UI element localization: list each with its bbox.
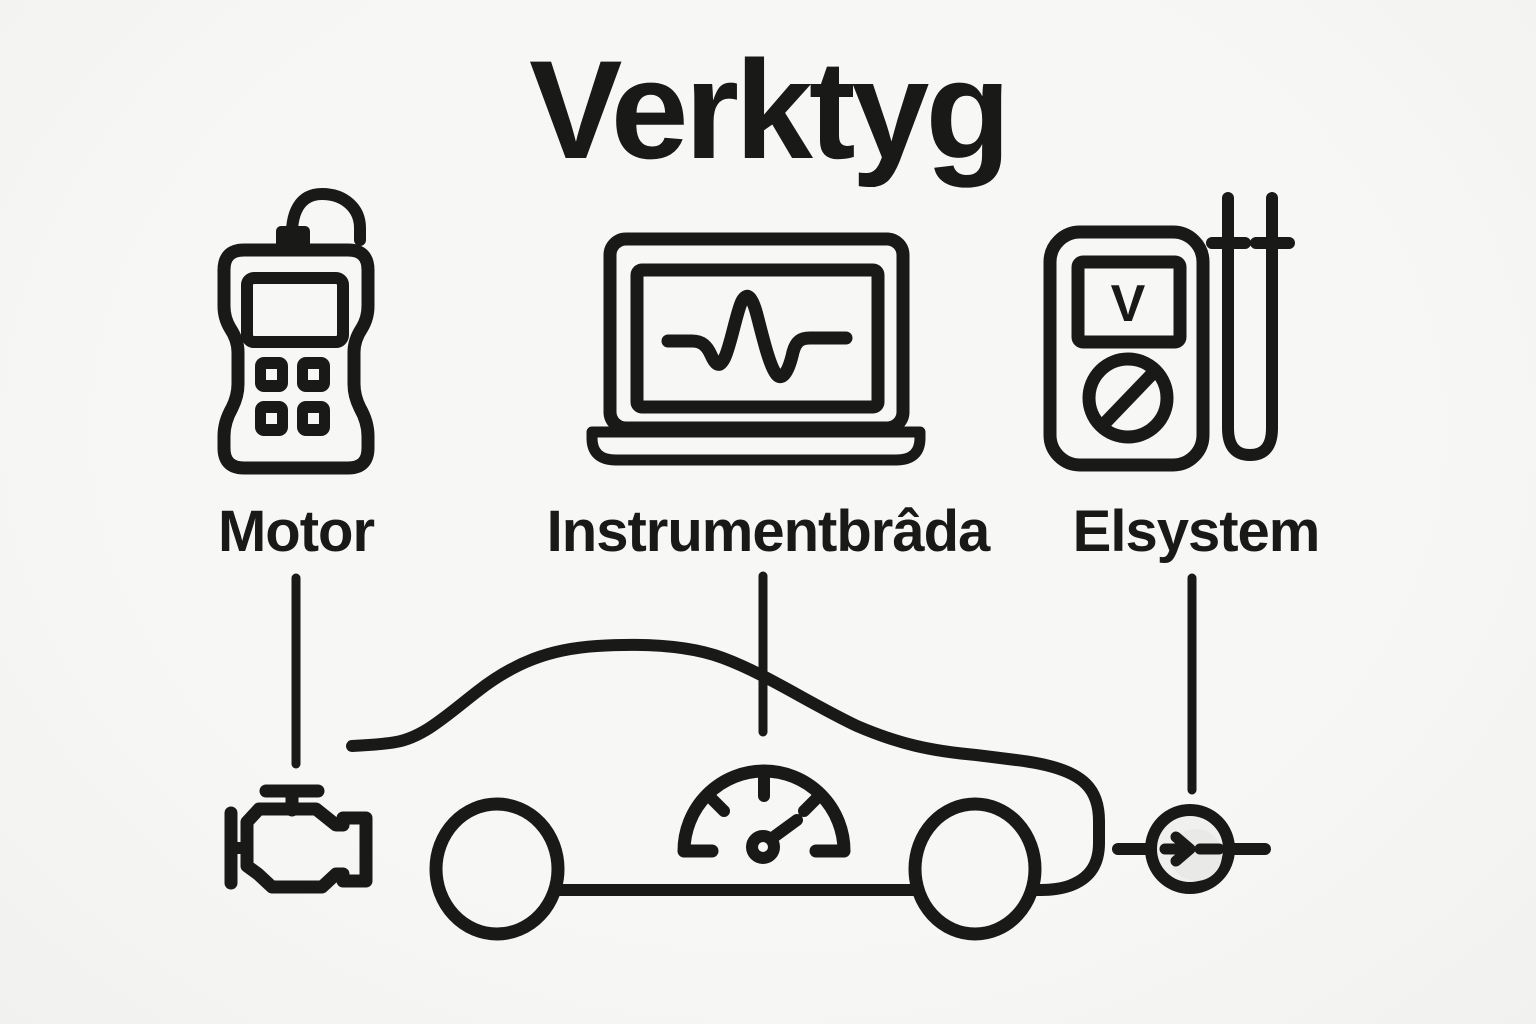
rear-wheel	[908, 797, 1042, 941]
front-wheel	[429, 797, 565, 941]
label-instrumentbrada: Instrumentbrâda	[546, 499, 991, 564]
electrical-connector-icon	[1112, 804, 1271, 894]
gauge-hub	[746, 830, 780, 864]
label-motor: Motor	[217, 499, 375, 564]
laptop-screen	[630, 263, 885, 414]
scanner-cable	[285, 188, 366, 250]
dashboard-gauge-icon	[677, 764, 851, 864]
gauge-arc	[677, 764, 851, 858]
scanner-buttons	[255, 357, 330, 436]
scanner-screen	[241, 272, 349, 348]
connector-arrow-head	[1170, 831, 1196, 867]
scanner-body	[217, 243, 375, 475]
multimeter-dial	[1082, 352, 1174, 444]
obd-scanner-icon	[217, 188, 375, 475]
multimeter-dial-pointer	[1097, 367, 1159, 431]
laptop-waveform-icon	[586, 232, 926, 466]
gauge-ticks	[706, 773, 822, 817]
multimeter-volt-readout: V	[1111, 275, 1146, 333]
car-side-outline	[346, 638, 1105, 941]
waveform-trace	[661, 290, 853, 383]
multimeter-display	[1071, 255, 1187, 349]
multimeter-body	[1043, 225, 1210, 472]
page-title: Verktyg	[529, 31, 1011, 188]
engine-body	[240, 802, 373, 894]
label-elsystem: Elsystem	[1072, 499, 1321, 564]
engine-icon	[224, 784, 373, 894]
laptop-base	[586, 426, 926, 466]
multimeter-probes	[1206, 192, 1295, 461]
car-body-line	[346, 638, 1105, 896]
multimeter-icon: V	[1043, 192, 1295, 472]
